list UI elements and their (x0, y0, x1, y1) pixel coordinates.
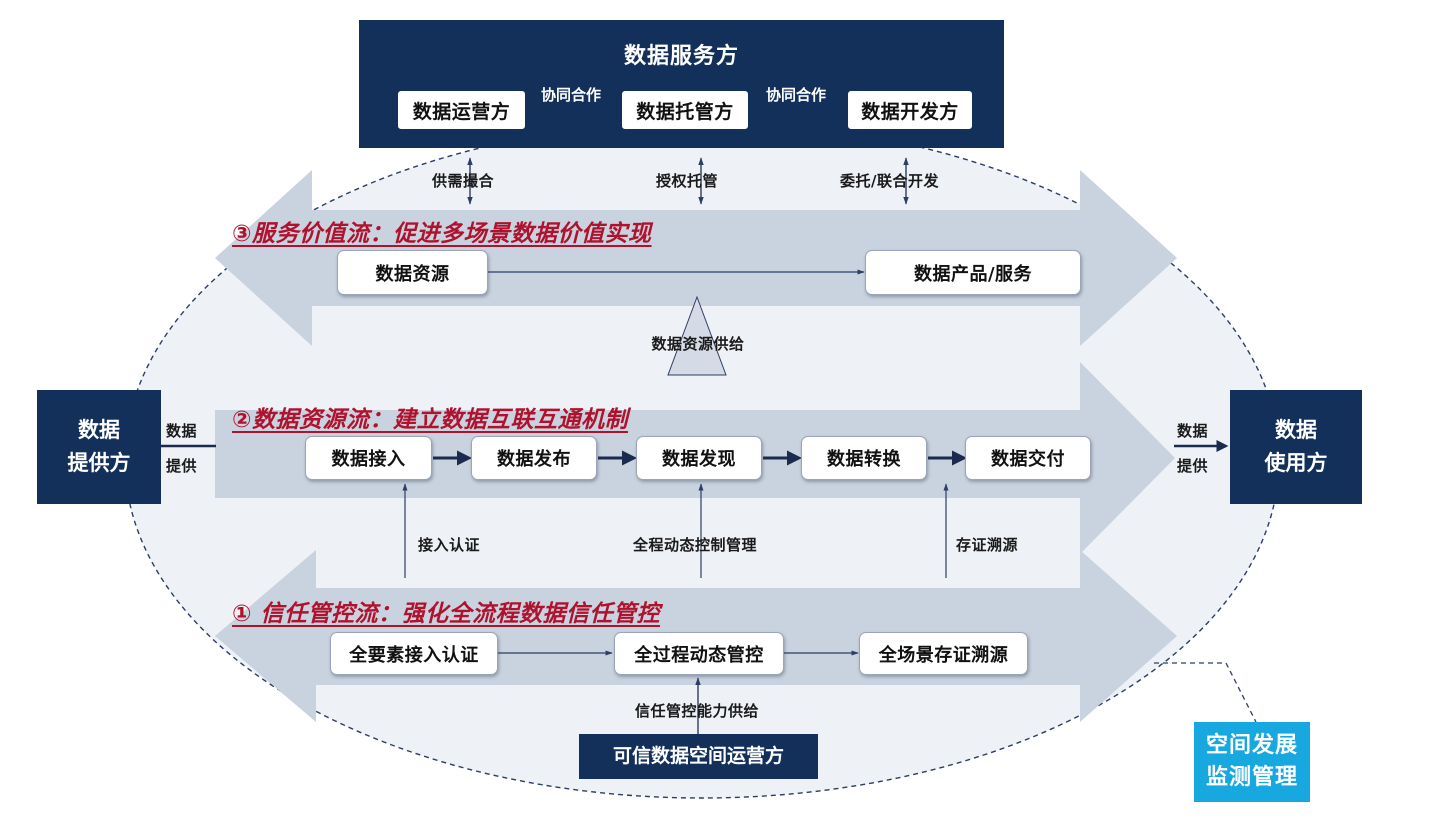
consumer-action-line1: 数据 (1177, 422, 1209, 440)
step-data-publish[interactable]: 数据发布 (471, 436, 597, 480)
label-data-resource-supply: 数据资源供给 (651, 335, 745, 353)
consumer-box[interactable]: 数据 使用方 (1230, 390, 1362, 504)
label-evidence-traceability: 存证溯源 (956, 536, 1019, 554)
consumer-action-line2: 提供 (1177, 457, 1209, 475)
operator-box[interactable]: 可信数据空间运营方 (579, 734, 818, 779)
provider-action-line1: 数据 (166, 422, 198, 440)
label-trust-control-supply: 信任管控能力供给 (634, 702, 760, 720)
role-data-custodian[interactable]: 数据托管方 (622, 91, 748, 129)
role-data-operator[interactable]: 数据运营方 (398, 91, 525, 129)
provider-line1: 数据 (78, 418, 120, 443)
flow1-title: ① 信任管控流：强化全流程数据信任管控 (232, 601, 660, 627)
label-access-auth: 接入认证 (418, 536, 481, 554)
monitor-connector (1154, 662, 1257, 723)
label-supply-demand: 供需撮合 (432, 172, 495, 190)
step-data-conversion[interactable]: 数据转换 (801, 436, 927, 480)
box-full-process-control[interactable]: 全过程动态管控 (614, 632, 784, 675)
space-monitor-box[interactable]: 空间发展 监测管理 (1194, 722, 1310, 802)
label-commissioned-dev: 委托/联合开发 (840, 172, 939, 190)
label-dynamic-control: 全程动态控制管理 (632, 536, 758, 554)
box-data-product-service[interactable]: 数据产品/服务 (865, 250, 1081, 295)
supply-triangle (667, 295, 727, 376)
step-data-access[interactable]: 数据接入 (305, 436, 432, 480)
step-data-delivery[interactable]: 数据交付 (965, 436, 1091, 480)
flow2-title: ②数据资源流：建立数据互联互通机制 (232, 407, 628, 433)
coop-label-right: 协同合作 (766, 86, 827, 104)
consumer-line2: 使用方 (1264, 451, 1328, 475)
box-full-scene-evidence[interactable]: 全场景存证溯源 (859, 632, 1028, 675)
flow3-title: ③服务价值流：促进多场景数据价值实现 (232, 221, 652, 247)
box-data-resource[interactable]: 数据资源 (337, 250, 488, 295)
provider-line2: 提供方 (67, 451, 131, 475)
coop-label-left: 协同合作 (541, 86, 602, 104)
consumer-line1: 数据 (1275, 418, 1317, 443)
operator-label: 可信数据空间运营方 (612, 744, 784, 767)
box-full-element-auth[interactable]: 全要素接入认证 (330, 632, 498, 675)
monitor-line1: 空间发展 (1205, 733, 1298, 759)
monitor-line2: 监测管理 (1205, 765, 1298, 790)
band-service-value (215, 170, 1177, 346)
step-data-discovery[interactable]: 数据发现 (636, 436, 762, 480)
label-authorized-custody: 授权托管 (656, 172, 719, 190)
provider-box[interactable]: 数据 提供方 (37, 390, 161, 504)
provider-action-line2: 提供 (166, 457, 198, 475)
role-data-developer[interactable]: 数据开发方 (848, 91, 972, 129)
service-party-title: 数据服务方 (623, 44, 739, 69)
